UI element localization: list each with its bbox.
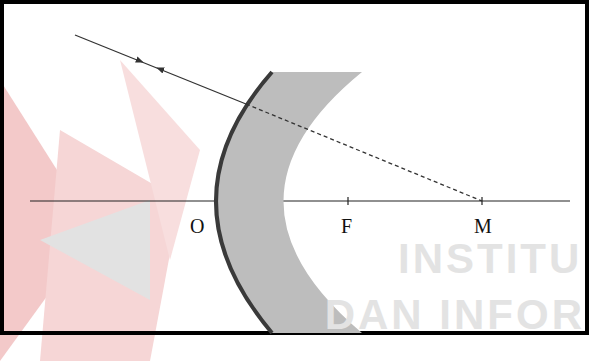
vertex-label: O: [190, 216, 204, 236]
light-ray: [75, 35, 246, 104]
mirror-surface: [216, 72, 272, 333]
ray-extension: [246, 104, 482, 201]
watermark-logo: [0, 60, 200, 361]
center-label: M: [474, 216, 492, 236]
focus-tick: [347, 197, 348, 205]
incident-arrow: [120, 53, 140, 61]
reflected-arrow: [160, 69, 180, 77]
focus-label: F: [341, 216, 352, 236]
watermark-text: INSTITU: [398, 238, 582, 280]
watermark-text: DAN INFOR: [325, 294, 585, 336]
frame-border: [2, 2, 587, 333]
optical-axis: [30, 200, 570, 201]
